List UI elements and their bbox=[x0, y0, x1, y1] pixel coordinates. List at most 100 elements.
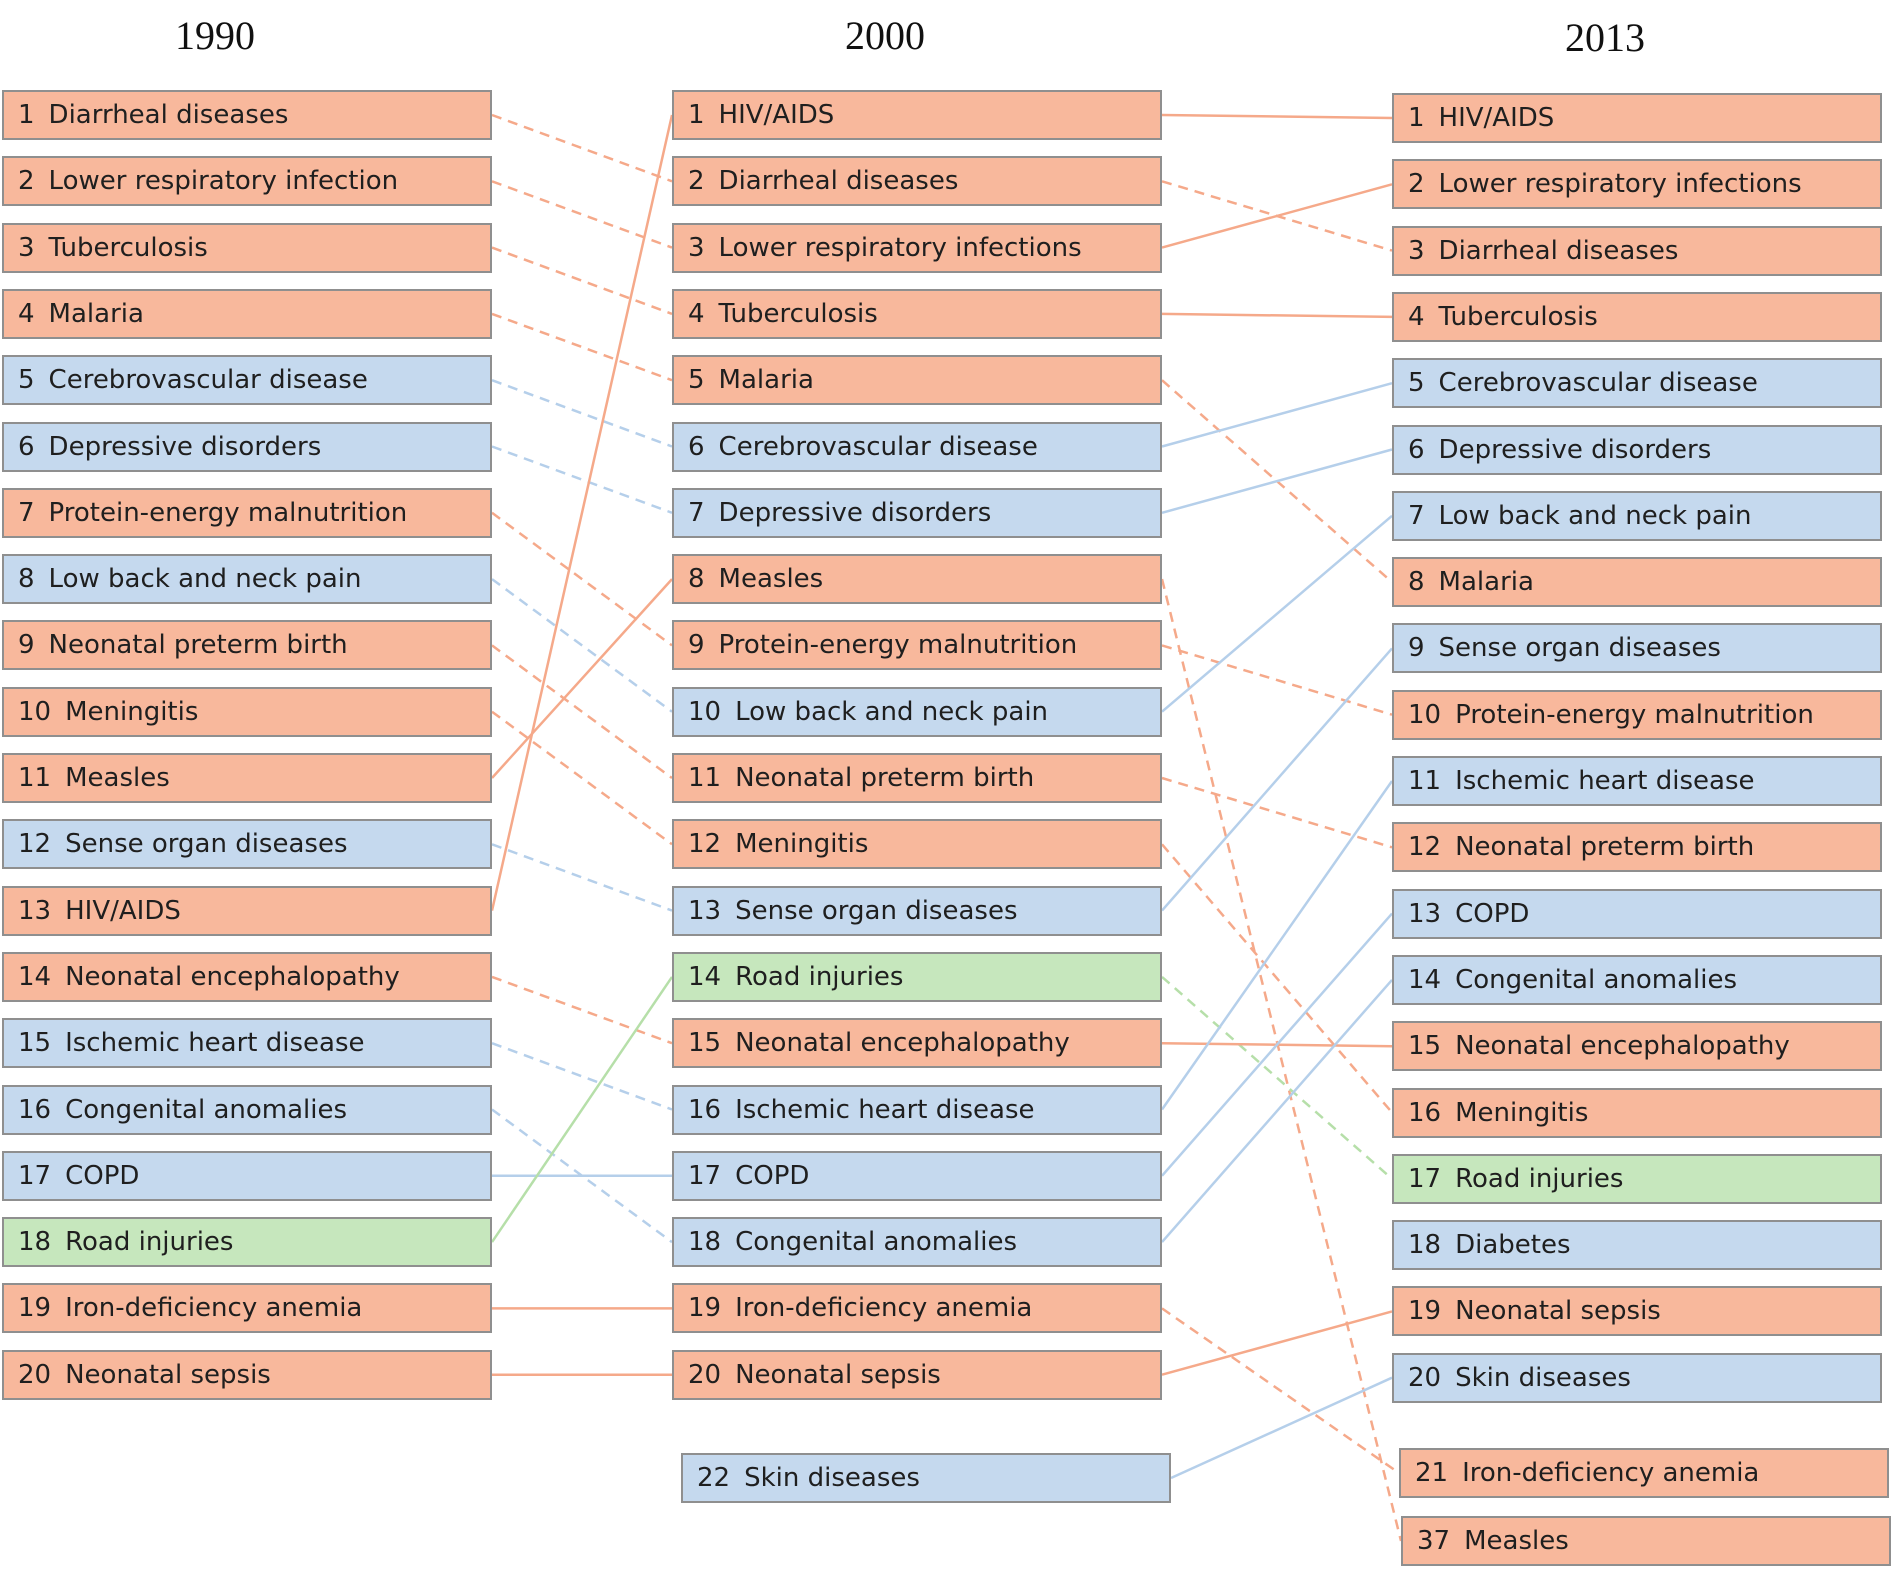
link-1990-14-to-2000-15 bbox=[491, 975, 673, 1045]
cause-label: Road injuries bbox=[735, 961, 904, 992]
rank-number: 20 bbox=[18, 1359, 52, 1390]
rank-number: 15 bbox=[18, 1028, 52, 1059]
cause-label: Low back and neck pain bbox=[48, 564, 362, 595]
link-2000-8-to-2013-37 bbox=[1160, 578, 1403, 1542]
rank-number: 3 bbox=[688, 232, 705, 263]
rank-number: 7 bbox=[688, 497, 705, 528]
link-2000-3-to-2013-2 bbox=[1161, 183, 1393, 249]
rank-number: 14 bbox=[688, 961, 722, 992]
cause-label: Congenital anomalies bbox=[65, 1094, 348, 1125]
cause-label: Ischemic heart disease bbox=[1455, 766, 1755, 796]
cause-label: Skin diseases bbox=[744, 1463, 920, 1493]
rank-number: 10 bbox=[688, 696, 722, 727]
rank-number: 9 bbox=[18, 630, 35, 661]
rank-box-2000-10: 10 Low back and neck pain bbox=[672, 686, 1162, 737]
rank-number: 12 bbox=[688, 829, 722, 860]
link-2000-14-to-2013-17 bbox=[1161, 975, 1393, 1180]
cause-label: Measles bbox=[65, 763, 170, 793]
cause-label: Sense organ diseases bbox=[65, 829, 348, 860]
cause-label: Congenital anomalies bbox=[735, 1227, 1018, 1258]
rank-number: 9 bbox=[1408, 633, 1425, 664]
cause-label: Skin diseases bbox=[1455, 1362, 1631, 1393]
rank-number: 13 bbox=[18, 895, 52, 926]
cause-label: Diarrheal diseases bbox=[1438, 235, 1679, 266]
cause-label: Neonatal preterm birth bbox=[48, 630, 348, 661]
link-2000-6-to-2013-5 bbox=[1161, 381, 1393, 448]
rank-number: 12 bbox=[18, 829, 52, 860]
link-2000-20-to-2013-19 bbox=[1161, 1310, 1393, 1376]
cause-label: Lower respiratory infections bbox=[1438, 169, 1802, 200]
rank-number: 16 bbox=[18, 1094, 52, 1125]
cause-label: COPD bbox=[735, 1160, 810, 1191]
cause-label: Iron-deficiency anemia bbox=[65, 1293, 363, 1324]
rank-number: 11 bbox=[1408, 766, 1442, 796]
cause-label: COPD bbox=[1455, 898, 1530, 929]
link-2000-22-to-2013-20 bbox=[1170, 1376, 1393, 1480]
rank-number: 2 bbox=[1408, 169, 1425, 200]
cause-label: Ischemic heart disease bbox=[735, 1094, 1035, 1125]
link-1990-9-to-2000-11 bbox=[491, 644, 673, 780]
link-2000-12-to-2013-16 bbox=[1161, 843, 1393, 1114]
rank-number: 19 bbox=[688, 1293, 722, 1324]
rank-number: 22 bbox=[697, 1463, 731, 1493]
year-header-1990: 1990 bbox=[175, 13, 255, 58]
cause-label: Cerebrovascular disease bbox=[48, 365, 368, 396]
cause-label: Malaria bbox=[1438, 567, 1534, 598]
link-1990-3-to-2000-4 bbox=[491, 246, 673, 316]
rank-number: 14 bbox=[1408, 964, 1442, 995]
rank-box-1990-9: 9 Neonatal preterm birth bbox=[2, 620, 492, 671]
cause-label: Protein-energy malnutrition bbox=[48, 497, 408, 528]
rank-box-1990-12: 12 Sense organ diseases bbox=[2, 819, 492, 870]
link-2000-16-to-2013-11 bbox=[1160, 780, 1394, 1111]
rank-box-2000-22: 22 Skin diseases bbox=[681, 1453, 1171, 1503]
cause-label: Diabetes bbox=[1455, 1230, 1571, 1261]
link-1990-5-to-2000-6 bbox=[491, 379, 673, 448]
cause-label: Sense organ diseases bbox=[1438, 633, 1721, 664]
rank-number: 37 bbox=[1417, 1526, 1451, 1556]
link-2000-4-to-2013-4 bbox=[1161, 312, 1393, 319]
link-1990-6-to-2000-7 bbox=[491, 445, 673, 514]
rank-number: 15 bbox=[1408, 1031, 1442, 1062]
year-header-2013: 2013 bbox=[1565, 15, 1645, 60]
cause-label: Low back and neck pain bbox=[735, 696, 1049, 727]
rank-number: 2 bbox=[688, 166, 705, 197]
rank-number: 4 bbox=[18, 298, 35, 329]
cause-label: Road injuries bbox=[65, 1227, 234, 1258]
cause-label: Protein-energy malnutrition bbox=[718, 630, 1078, 661]
cause-label: HIV/AIDS bbox=[1438, 103, 1555, 133]
rank-number: 1 bbox=[1408, 103, 1425, 133]
rank-number: 14 bbox=[18, 961, 52, 992]
rank-number: 18 bbox=[688, 1227, 722, 1258]
link-2000-7-to-2013-6 bbox=[1161, 448, 1393, 515]
cause-label: Low back and neck pain bbox=[1438, 500, 1752, 531]
cause-label: Meningitis bbox=[1455, 1097, 1589, 1128]
